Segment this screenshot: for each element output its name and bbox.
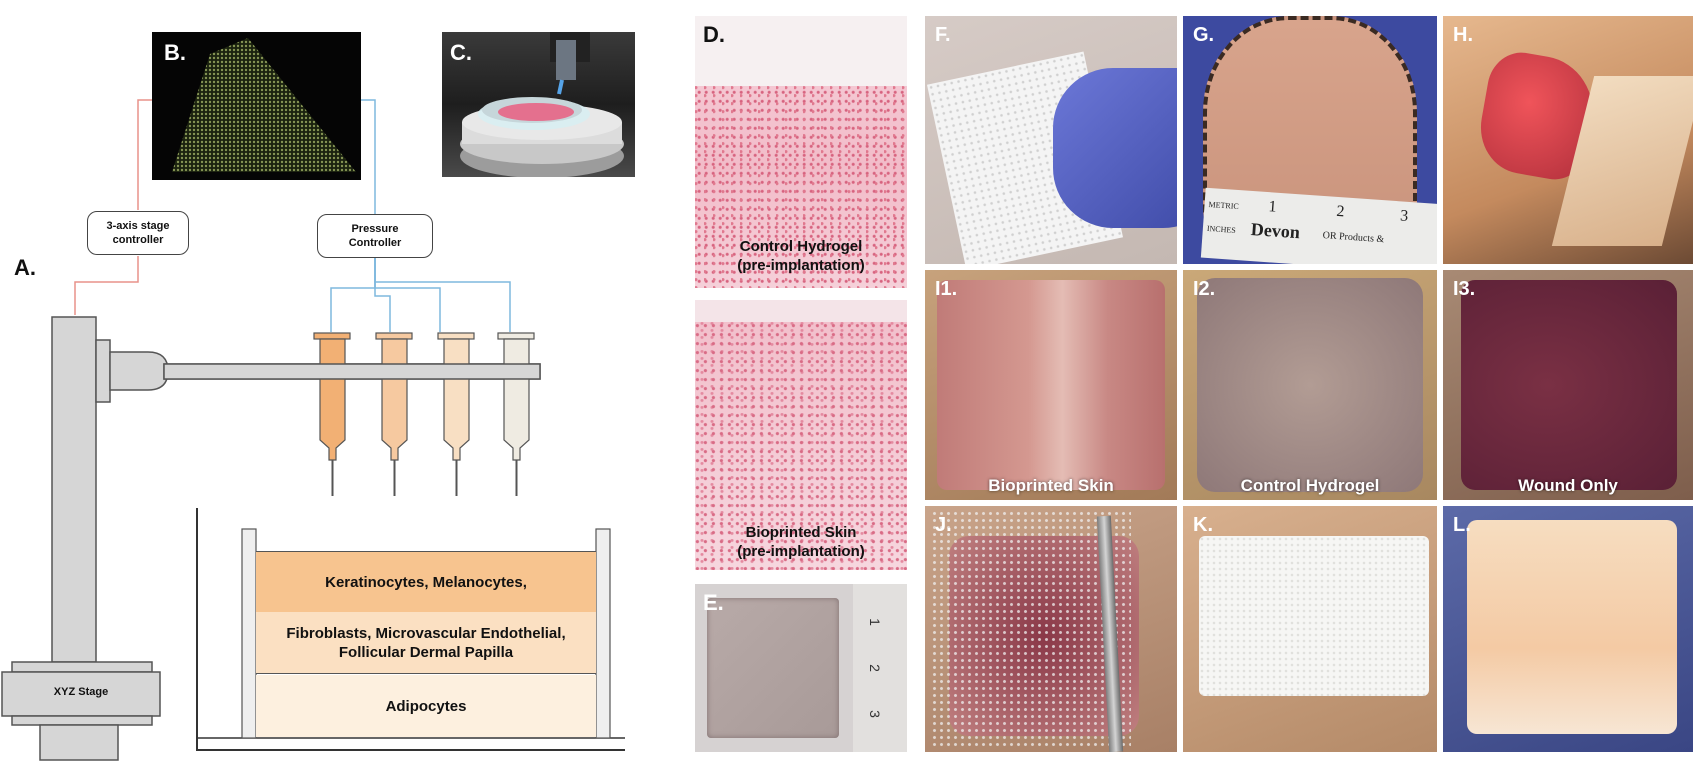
layer-hypodermis: Adipocytes <box>256 675 596 737</box>
panel-i2-control-hydrogel: I2. Control Hydrogel <box>1183 270 1437 500</box>
layer-dermis: Fibroblasts, Microvascular Endothelial, … <box>256 612 596 674</box>
panel-label-h: H. <box>1453 24 1473 46</box>
panel-e-hydrogel-sheet: 1 2 3 E. <box>695 584 907 752</box>
syringe-3 <box>437 332 475 496</box>
l-bandage <box>1467 520 1677 734</box>
ruler-g-tick-3: 3 <box>1399 207 1409 225</box>
k-gauze <box>1199 536 1429 696</box>
syringe-1 <box>313 332 351 496</box>
histology-tissue-texture-2 <box>695 322 907 570</box>
ruler-e: 1 2 3 <box>853 584 907 752</box>
panel-d-histology-control: D. Control Hydrogel (pre-implantation) <box>695 16 907 288</box>
panel-label-k: K. <box>1193 514 1213 536</box>
bioprinter-schematic <box>1 99 625 761</box>
control-hydrogel-caption-line2: (pre-implantation) <box>737 257 865 274</box>
panel-j-mesh-dressing: J. <box>925 506 1177 752</box>
i3-caption: Wound Only <box>1518 476 1618 495</box>
panel-label-a: A. <box>14 255 36 280</box>
panel-i3-wound-only: I3. Wound Only <box>1443 270 1693 500</box>
panel-b-lattice-render: B. <box>152 32 361 180</box>
i1-caption: Bioprinted Skin <box>988 476 1114 495</box>
pressure-controller-cables <box>330 99 511 332</box>
panel-label-i2: I2. <box>1193 278 1216 300</box>
hydrogel-sheet <box>707 598 839 738</box>
ruler-e-tick-1: 1 <box>866 618 883 626</box>
panel-g-marked-skin: METRIC INCHES 1 2 3 Devon OR Products & … <box>1183 16 1437 264</box>
stage-controller-cable <box>74 99 152 315</box>
ruler-g-tick-1: 1 <box>1267 198 1278 216</box>
bioprinted-skin-caption: Bioprinted Skin (pre-implantation) <box>695 523 907 561</box>
ruler-g-tick-2: 2 <box>1335 202 1345 221</box>
bioprinted-skin-caption-line1: Bioprinted Skin <box>745 524 857 541</box>
ruler-g-metric: METRIC <box>1208 199 1240 212</box>
bioprinted-skin-caption-line2: (pre-implantation) <box>737 543 865 560</box>
panel-k-gauze-wrap: K. <box>1183 506 1437 752</box>
i1-graft <box>937 280 1165 490</box>
panel-label-i3: I3. <box>1453 278 1476 300</box>
panel-label-j: J. <box>935 514 952 536</box>
panel-label-b: B. <box>164 40 186 65</box>
panel-label-g: G. <box>1193 24 1215 46</box>
panel-label-c: C. <box>450 40 472 65</box>
ruler-e-tick-3: 3 <box>866 710 883 718</box>
ruler-g-text: OR Products & <box>1322 230 1385 246</box>
i2-caption: Control Hydrogel <box>1240 476 1380 495</box>
i3-wound <box>1461 280 1677 490</box>
panel-i1-bioprinted-skin: I1. Bioprinted Skin <box>925 270 1177 500</box>
xyz-stage <box>1 661 161 761</box>
ruler-g-inches: INCHES <box>1206 223 1237 235</box>
lattice-image <box>172 38 356 172</box>
panel-d-histology-bioprinted: Bioprinted Skin (pre-implantation) <box>695 300 907 570</box>
panel-label-i1: I1. <box>935 278 958 300</box>
ruler-g-brand: Devon <box>1250 218 1301 243</box>
panel-l-bandage: L. <box>1443 506 1693 752</box>
panel-f-gauze-glove: F. <box>925 16 1177 264</box>
blue-glove <box>1053 68 1177 228</box>
xyz-stage-label: XYZ Stage <box>53 686 109 698</box>
pressure-controller-box: Pressure Controller <box>317 214 433 258</box>
stage-controller-box: 3-axis stage controller <box>87 211 189 255</box>
panel-label-f: F. <box>935 24 951 46</box>
control-hydrogel-caption: Control Hydrogel (pre-implantation) <box>695 237 907 275</box>
i2-graft <box>1197 278 1423 492</box>
panel-label-d: D. <box>703 22 725 47</box>
petri-dish-image <box>460 32 624 177</box>
layer-epidermis: Keratinocytes, Melanocytes, <box>256 551 596 613</box>
bioprinter-diagram: A. 3-axis stage controller Pressure Cont… <box>0 0 625 763</box>
panel-label-e: E. <box>703 590 724 615</box>
control-hydrogel-caption-line1: Control Hydrogel <box>739 238 863 255</box>
syringe-4 <box>497 332 535 496</box>
histology-tissue-texture <box>695 86 907 288</box>
panel-label-l: L. <box>1453 514 1471 536</box>
panel-h-excised-wound: H. <box>1443 16 1693 264</box>
ruler-e-tick-2: 2 <box>866 664 883 672</box>
syringe-2 <box>375 332 413 496</box>
panel-c-printer-photo: C. <box>442 32 635 177</box>
